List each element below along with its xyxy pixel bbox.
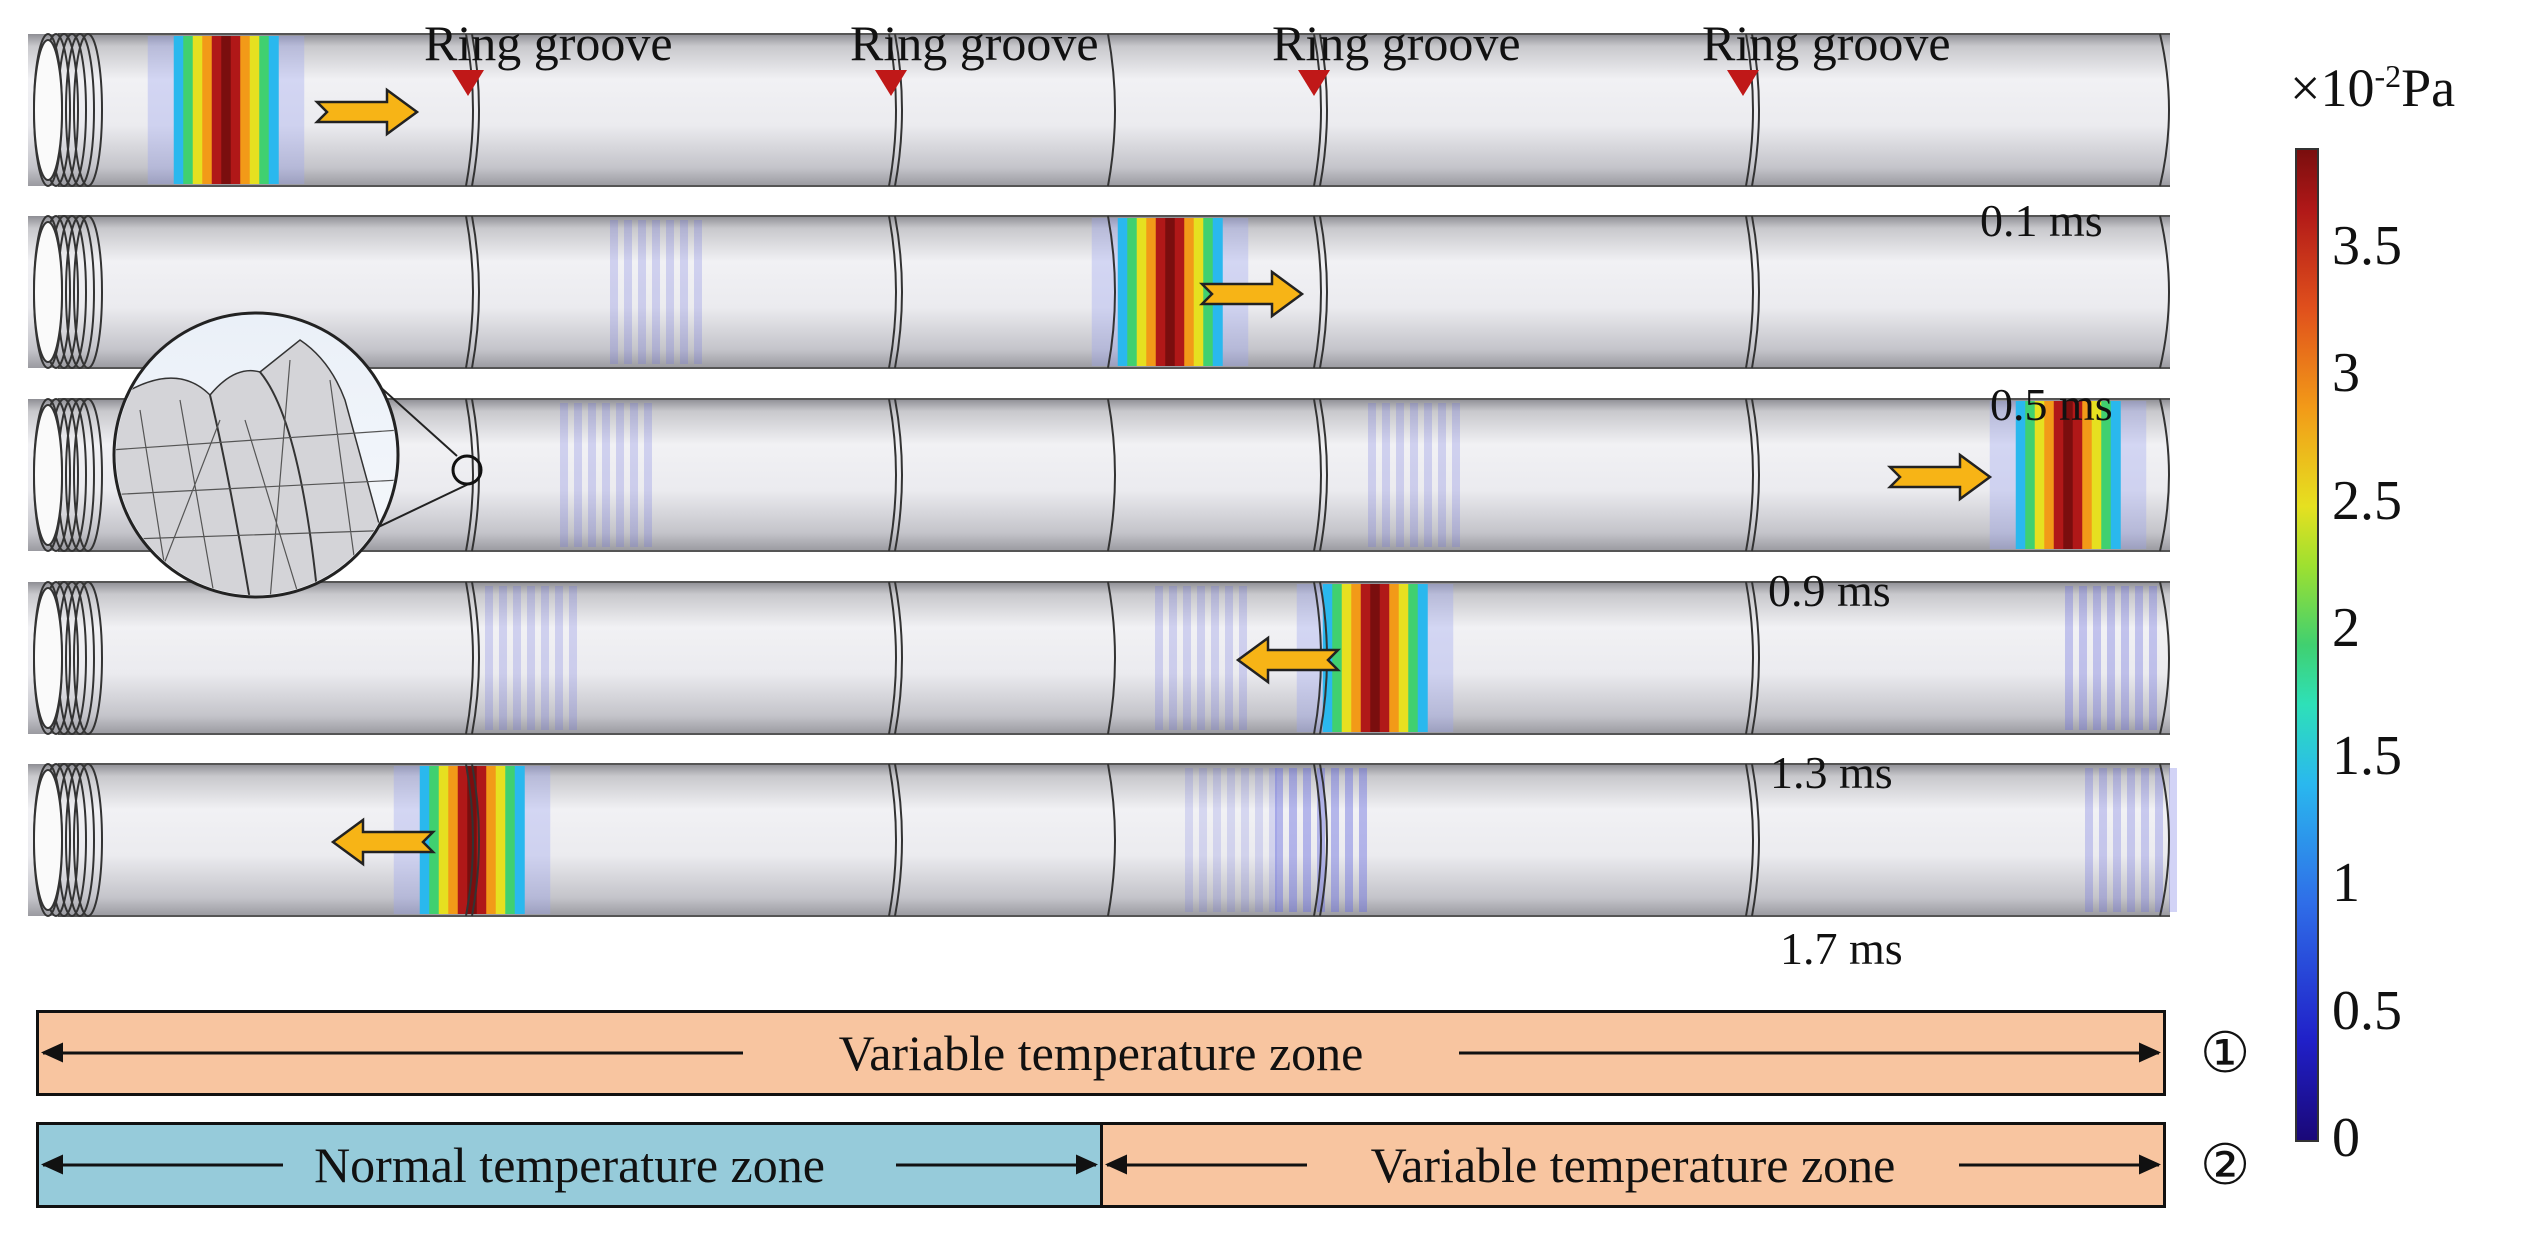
colorbar-tick-label: 1.5 xyxy=(2332,724,2402,787)
triangle-down-icon xyxy=(452,70,484,96)
time-label-4: 1.3 ms xyxy=(1770,747,1893,798)
right-arrow-icon xyxy=(1459,1042,2161,1063)
time-label-3: 0.9 ms xyxy=(1768,565,1891,616)
ring-groove xyxy=(1313,33,1322,187)
ring-groove xyxy=(1745,215,1754,369)
colorbar-unit: ×10-2Pa xyxy=(2290,60,2455,115)
ring-groove xyxy=(1745,581,1754,735)
pressure-wave xyxy=(485,586,577,730)
colorbar-unit-prefix: ×10 xyxy=(2290,58,2375,118)
pipe-end-ring xyxy=(65,33,95,187)
zone-label: Variable temperature zone xyxy=(1370,1137,1896,1193)
triangle-down-icon xyxy=(1298,70,1330,96)
colorbar-unit-exponent: -2 xyxy=(2374,58,2402,94)
pipe-joint xyxy=(1107,763,1116,917)
left-arrow-icon xyxy=(41,1154,283,1175)
pipe-end-ring xyxy=(73,398,103,552)
variable-temperature-zone-bar-2: Variable temperature zone xyxy=(1100,1122,2166,1208)
pipe-body xyxy=(28,216,2170,368)
colorbar-tick-label: 1 xyxy=(2332,852,2360,915)
colorbar-tick-label: 2.5 xyxy=(2332,469,2402,532)
pressure-wave xyxy=(1368,403,1460,547)
zone-label: Normal temperature zone xyxy=(314,1137,825,1193)
pipe-joint xyxy=(1107,215,1116,369)
pressure-wave xyxy=(393,766,551,914)
pipe-end-ring xyxy=(65,763,95,917)
pipe-joint xyxy=(1107,33,1116,187)
colorbar-tick-label: 0.5 xyxy=(2332,979,2402,1042)
pipe-end-ring xyxy=(65,581,95,735)
ring-groove-label-4: Ring groove xyxy=(1702,15,1951,71)
ring-groove xyxy=(1745,763,1754,917)
arrow-icon xyxy=(1235,635,1342,685)
ring-groove xyxy=(888,763,897,917)
pressure-wave xyxy=(1185,768,1277,912)
ring-groove-label-3: Ring groove xyxy=(1272,15,1521,71)
pressure-wave xyxy=(2085,768,2177,912)
pipe-end-ring xyxy=(73,581,103,735)
time-label-1: 0.1 ms xyxy=(1980,195,2103,246)
colorbar-tick-label: 3.5 xyxy=(2332,214,2402,277)
ring-groove xyxy=(1745,33,1754,187)
arrow-icon xyxy=(313,87,420,137)
pipe-2 xyxy=(28,215,2170,369)
pipes-layer xyxy=(28,33,2177,917)
arrow-icon xyxy=(1886,452,1993,502)
ring-groove xyxy=(1745,398,1754,552)
colorbar-tick-label: 2 xyxy=(2332,597,2360,660)
normal-temperature-zone-bar: Normal temperature zone xyxy=(36,1122,1103,1208)
arrow-icon xyxy=(1198,269,1305,319)
variable-temperature-zone-bar: Variable temperature zone xyxy=(36,1010,2166,1096)
ring-groove xyxy=(465,398,474,552)
zoom-inset xyxy=(112,311,483,599)
pipe-end-ring xyxy=(65,398,95,552)
ring-groove xyxy=(1313,215,1322,369)
pressure-wave xyxy=(610,220,702,364)
zone-number-1: ① xyxy=(2200,1023,2251,1085)
ring-groove xyxy=(888,33,897,187)
time-label-2: 0.5 ms xyxy=(1990,379,2113,430)
left-arrow-icon xyxy=(41,1042,743,1063)
left-arrow-icon xyxy=(1105,1154,1307,1175)
pressure-wave xyxy=(2065,586,2157,730)
ring-groove xyxy=(888,215,897,369)
pipe-4 xyxy=(28,581,2170,735)
colorbar xyxy=(2295,148,2319,1142)
pipe-end-ring xyxy=(73,33,103,187)
ring-groove-label-2: Ring groove xyxy=(850,15,1099,71)
zone-label: Variable temperature zone xyxy=(838,1025,1364,1081)
pipe-end-ring xyxy=(73,763,103,917)
ring-groove-label-1: Ring groove xyxy=(424,15,673,71)
pipe-joint xyxy=(1107,581,1116,735)
pipe-end-ring xyxy=(65,215,95,369)
pipe-body xyxy=(28,582,2170,734)
pipe-joint xyxy=(1107,398,1116,552)
colorbar-tick-label: 3 xyxy=(2332,342,2360,405)
zone-number-2: ② xyxy=(2200,1135,2251,1197)
pipe-1 xyxy=(28,33,2170,187)
ring-groove xyxy=(465,763,474,917)
right-arrow-icon xyxy=(896,1154,1098,1175)
right-arrow-icon xyxy=(1959,1154,2161,1175)
pressure-wave xyxy=(560,403,652,547)
triangle-down-icon xyxy=(875,70,907,96)
pressure-wave xyxy=(1989,401,2147,549)
pressure-wave xyxy=(147,36,305,184)
pipe-end-ring xyxy=(73,215,103,369)
ring-groove xyxy=(465,33,474,187)
time-label-5: 1.7 ms xyxy=(1780,923,1903,974)
ring-groove xyxy=(888,398,897,552)
ring-groove xyxy=(465,581,474,735)
colorbar-tick-label: 0 xyxy=(2332,1107,2360,1169)
pipes-diagram xyxy=(28,33,2177,917)
triangle-down-icon xyxy=(1727,70,1759,96)
colorbar-unit-name: Pa xyxy=(2401,58,2456,118)
ring-groove xyxy=(1313,398,1322,552)
pipe-5 xyxy=(28,763,2177,917)
ring-groove xyxy=(888,581,897,735)
ring-groove xyxy=(1313,763,1322,917)
ring-groove xyxy=(465,215,474,369)
arrow-icon xyxy=(330,817,437,867)
